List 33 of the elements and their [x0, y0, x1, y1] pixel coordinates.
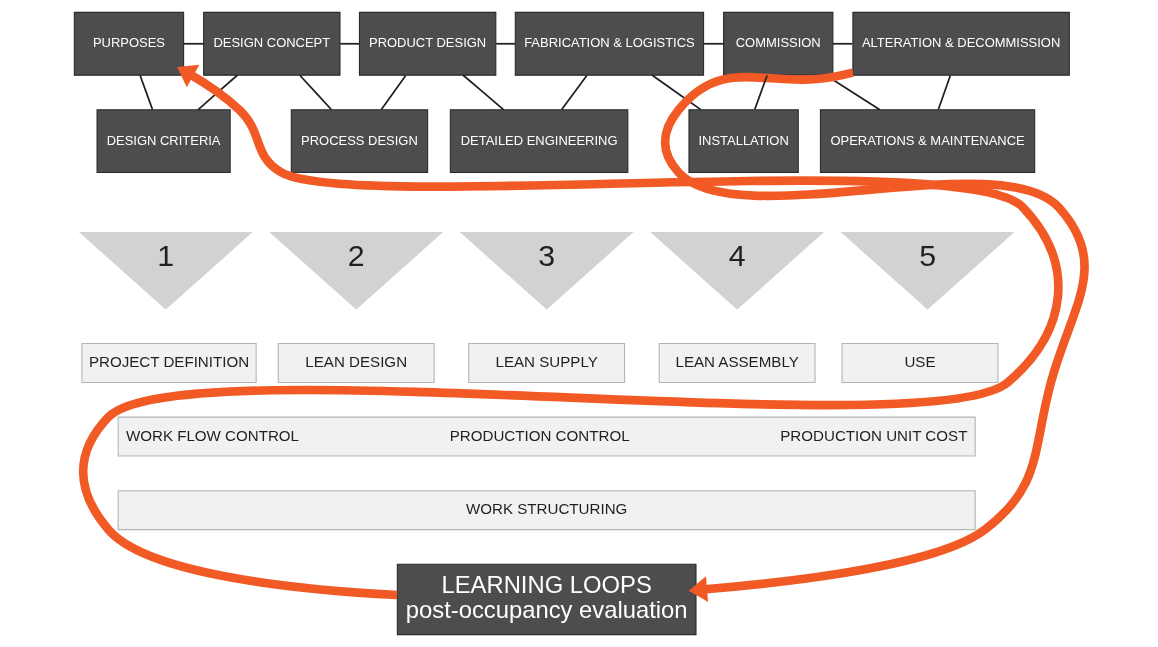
connector [650, 74, 702, 111]
connector [138, 74, 153, 111]
connector [338, 42, 360, 45]
connector [560, 74, 588, 111]
node-box: USE [841, 342, 998, 383]
node-box: PRODUCT DESIGN [358, 11, 496, 76]
connector [753, 74, 768, 111]
connector [831, 42, 853, 45]
connector [461, 74, 504, 111]
node-box: PURPOSES [73, 11, 184, 76]
node-box: WORK FLOW CONTROL PRODUCTION CONTROL PRODUCTION UNIT COST [117, 416, 976, 457]
node-box: INSTALLATION [687, 109, 799, 174]
node-box: WORK STRUCTURING [117, 490, 976, 531]
node-box: LEARNING LOOPS post-occupancy evaluation [396, 563, 697, 636]
node-box: COMMISSION [722, 11, 833, 76]
node-box: PROCESS DESIGN [290, 109, 428, 174]
connector [196, 74, 238, 111]
connector [937, 74, 951, 111]
node-box: PROJECT DEFINITION [80, 342, 257, 383]
node-box: DESIGN CRITERIA [96, 109, 231, 174]
connector [182, 42, 204, 45]
node-box: ALTERATION & DECOMMISSION [851, 11, 1070, 76]
connector [380, 74, 407, 111]
connector [298, 74, 332, 111]
connector [494, 42, 516, 45]
node-box: DETAILED ENGINEERING [449, 109, 628, 174]
node-box: DESIGN CONCEPT [202, 11, 341, 76]
node-box: OPERATIONS & MAINTENANCE [819, 109, 1035, 174]
connector [702, 42, 724, 45]
node-box: LEAN ASSEMBLY [658, 342, 816, 383]
node-box: LEAN SUPPLY [467, 342, 625, 383]
node-box: FABRICATION & LOGISTICS [514, 11, 704, 76]
node-box: LEAN DESIGN [277, 342, 435, 383]
